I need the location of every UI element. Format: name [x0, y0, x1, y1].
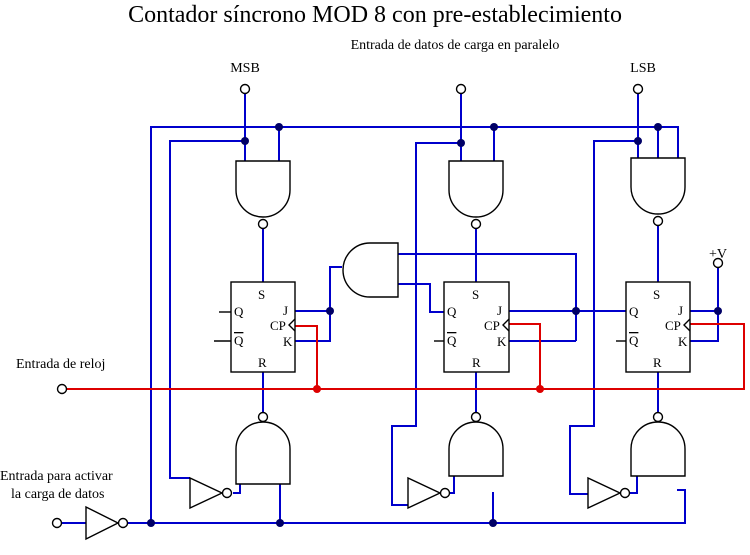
pin-q: Q	[234, 304, 244, 319]
diagram-title: Contador síncrono MOD 8 con pre-establec…	[128, 2, 622, 28]
pin-s: S	[258, 287, 265, 302]
pin-qbar: Q	[447, 333, 457, 348]
inverter-lsb	[587, 476, 631, 510]
pin-q: Q	[629, 304, 639, 319]
and-gate-carry	[342, 242, 399, 298]
jk-flipflop-msb: Q Q S R J CP K	[214, 281, 296, 373]
nand-gate-upper-mid	[448, 160, 504, 230]
terminals	[51, 83, 724, 529]
pin-j: J	[497, 303, 502, 318]
jk-flipflop-mid: Q Q S R J CP K	[434, 281, 510, 373]
load-enable-label-line1: Entrada para activar	[0, 469, 113, 484]
pin-r: R	[258, 355, 267, 370]
msb-label: MSB	[230, 61, 260, 76]
load-enable-label-line2: la carga de datos	[11, 487, 104, 502]
vcc-label: +V	[709, 247, 727, 262]
clock-input-label: Entrada de reloj	[16, 357, 105, 372]
pin-k: K	[678, 334, 688, 349]
parallel-load-label: Entrada de datos de carga en paralelo	[351, 38, 560, 53]
inverter-mid	[407, 476, 451, 510]
lsb-label: LSB	[630, 61, 656, 76]
pin-cp: CP	[665, 318, 681, 333]
pin-j: J	[678, 303, 683, 318]
pin-r: R	[472, 355, 481, 370]
nand-gate-lower-lsb	[630, 411, 686, 477]
clock-line	[66, 323, 745, 390]
pin-s: S	[472, 287, 479, 302]
jk-flipflop-lsb: Q Q S R J CP K	[616, 281, 691, 373]
pin-j: J	[283, 303, 288, 318]
nand-gate-upper-msb	[235, 160, 291, 230]
pin-r: R	[653, 355, 662, 370]
pin-q: Q	[447, 304, 457, 319]
wire-network	[61, 94, 719, 524]
inverter-load-enable	[85, 505, 129, 541]
junction-dots	[147, 123, 722, 527]
inverter-msb	[189, 476, 233, 510]
pin-k: K	[497, 334, 507, 349]
nand-gate-lower-mid	[448, 411, 504, 477]
pin-s: S	[653, 287, 660, 302]
nand-gate-upper-lsb	[630, 157, 686, 227]
pin-cp: CP	[270, 318, 286, 333]
pin-qbar: Q	[234, 333, 244, 348]
pin-qbar: Q	[629, 333, 639, 348]
nand-gate-lower-msb	[235, 411, 291, 485]
pin-cp: CP	[484, 318, 500, 333]
pin-k: K	[283, 334, 293, 349]
